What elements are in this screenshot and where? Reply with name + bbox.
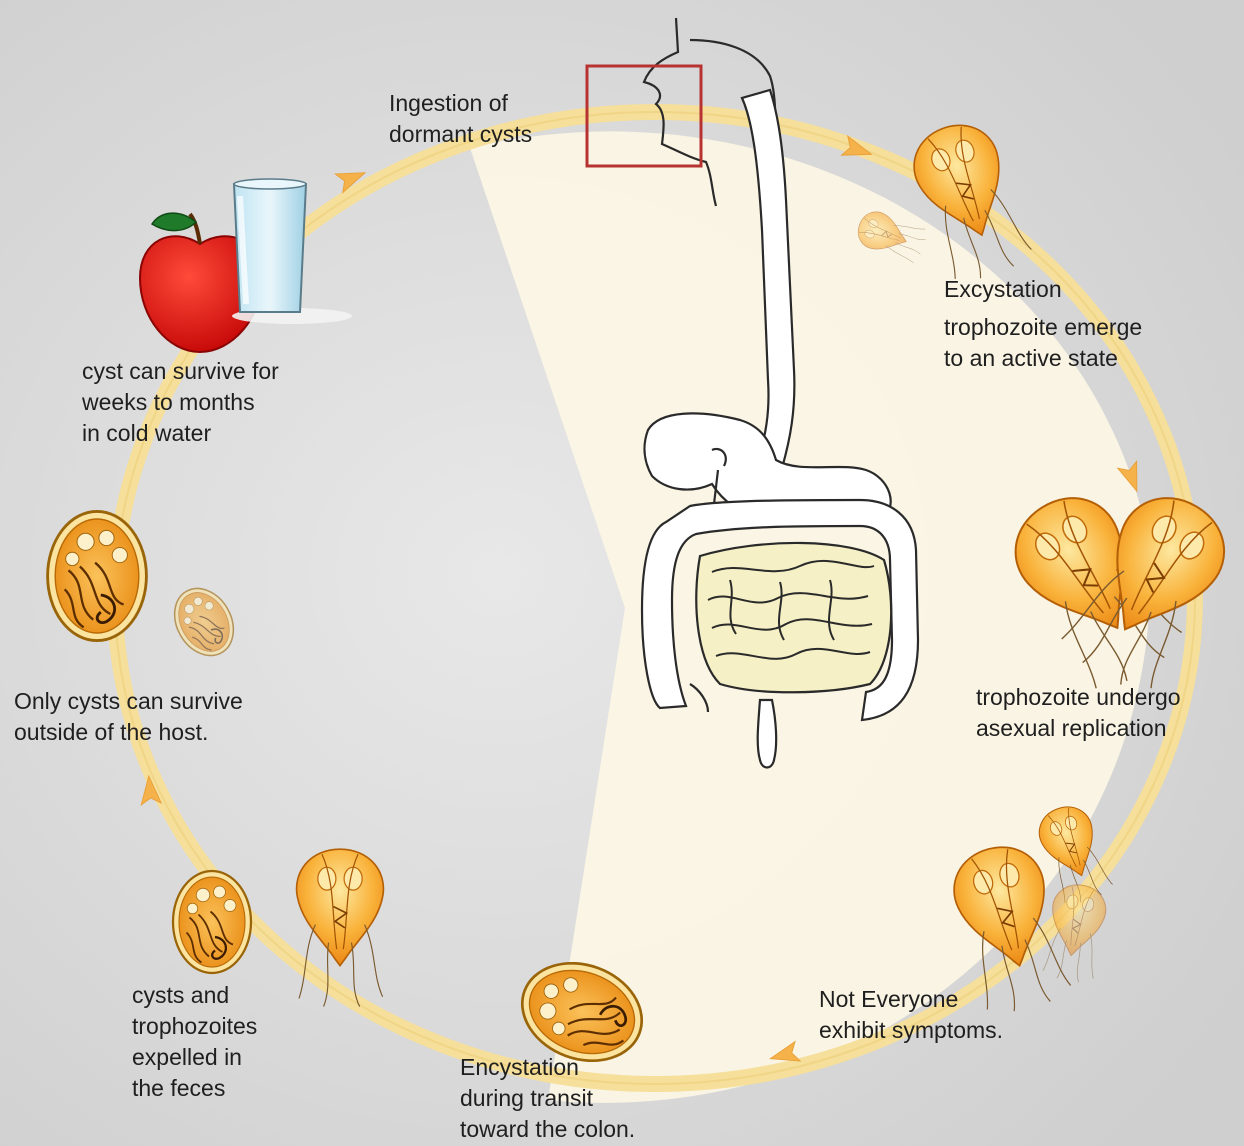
label-replication: trophozoite undergo asexual replication: [976, 682, 1181, 744]
cyst-icon: [173, 871, 251, 973]
label-encystation: Encystation during transit toward the co…: [460, 1052, 635, 1145]
label-excystation-body: trophozoite emerge to an active state: [944, 312, 1142, 374]
label-symptoms: Not Everyone exhibit symptoms.: [819, 984, 1003, 1046]
label-expelled: cysts and trophozoites expelled in the f…: [132, 980, 257, 1104]
label-excystation-title: Excystation: [944, 274, 1062, 305]
label-survive-outside: Only cysts can survive outside of the ho…: [14, 686, 243, 748]
label-ingestion: Ingestion of dormant cysts: [389, 88, 532, 150]
label-cold-water: cyst can survive for weeks to months in …: [82, 356, 279, 449]
cyst-icon: [48, 511, 147, 640]
